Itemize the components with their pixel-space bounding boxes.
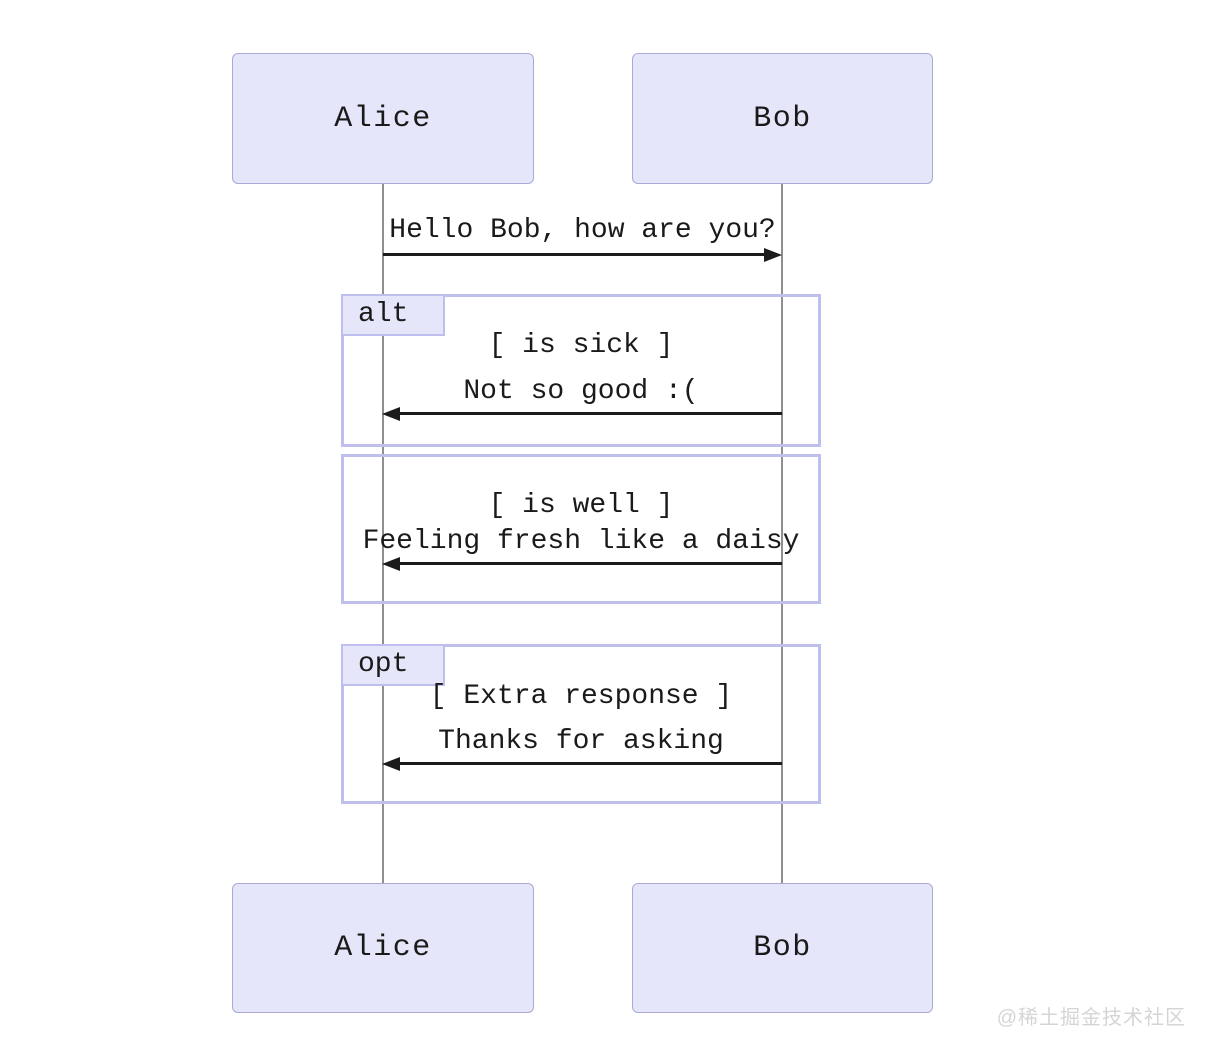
- message-arrow-not-so-good: [399, 412, 782, 415]
- arrowhead-left-icon: [382, 407, 400, 421]
- actor-box-alice-top: Alice: [232, 53, 534, 184]
- message-text-not-so-good: Not so good :(: [463, 376, 699, 407]
- alt-frame-section-sick: [341, 294, 821, 447]
- alt-frame-label: alt: [341, 294, 445, 336]
- actor-label-alice-bottom: Alice: [334, 931, 432, 965]
- alt-frame-section-well: [341, 454, 821, 604]
- actor-label-bob-bottom: Bob: [753, 931, 812, 965]
- message-arrow-thanks: [399, 762, 782, 765]
- actor-label-alice-top: Alice: [334, 101, 432, 136]
- condition-is-well: [ is well ]: [488, 490, 674, 521]
- arrowhead-right-icon: [764, 248, 782, 262]
- actor-box-bob-top: Bob: [632, 53, 933, 184]
- condition-extra-response: [ Extra response ]: [429, 681, 733, 712]
- message-arrow-hello: [383, 253, 765, 256]
- message-text-hello: Hello Bob, how are you?: [389, 215, 776, 246]
- opt-label-text: opt: [358, 649, 409, 680]
- opt-frame-label: opt: [341, 644, 445, 686]
- arrowhead-left-icon: [382, 557, 400, 571]
- lifeline-bob: [781, 184, 783, 883]
- message-arrow-feeling-fresh: [399, 562, 782, 565]
- actor-label-bob-top: Bob: [753, 101, 812, 136]
- condition-is-sick: [ is sick ]: [488, 330, 674, 361]
- message-text-thanks: Thanks for asking: [438, 726, 724, 757]
- actor-box-bob-bottom: Bob: [632, 883, 933, 1013]
- watermark-text: @稀土掘金技术社区: [996, 1007, 1186, 1029]
- opt-frame: [341, 644, 821, 804]
- arrowhead-left-icon: [382, 757, 400, 771]
- lifeline-alice: [382, 184, 384, 883]
- actor-box-alice-bottom: Alice: [232, 883, 534, 1013]
- alt-label-text: alt: [358, 299, 409, 330]
- message-text-feeling-fresh: Feeling fresh like a daisy: [362, 526, 800, 557]
